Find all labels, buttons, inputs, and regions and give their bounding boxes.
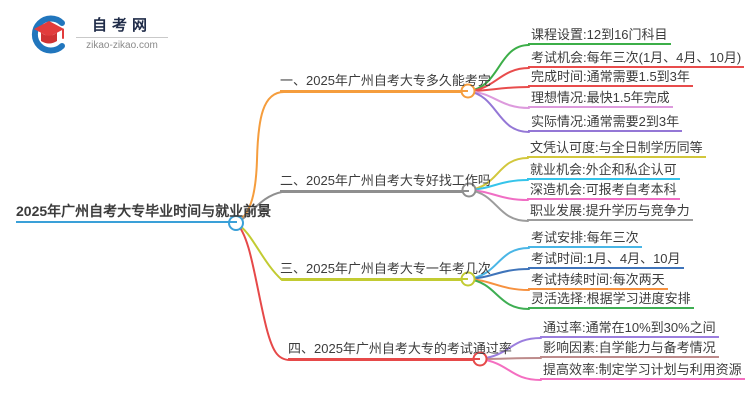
site-name: 自考网 — [91, 17, 152, 34]
branch-3-child-3-label: 考试持续时间:每次两天 — [528, 271, 668, 290]
branch-1-child-2-label: 考试机会:每年三次(1月、4月、10月) — [528, 49, 745, 68]
branch-4-child-2-label: 影响因素:自学能力与备考情况 — [540, 339, 719, 358]
branch-1-label: 一、2025年广州自考大专多久能考完 — [280, 71, 491, 92]
branch-1-child-5-connector — [467, 90, 530, 133]
root-topic-label: 2025年广州自考大专毕业时间与就业前景 — [16, 201, 271, 223]
branch-2-child-4-label: 职业发展:提升学历与竞争力 — [527, 202, 693, 221]
branch-1-child-1-label: 课程设置:12到16门科目 — [528, 26, 671, 45]
site-domain: zikao-zikao.com — [86, 40, 158, 51]
branch-2-child-3-label: 深造机会:可报考自考本科 — [527, 181, 680, 200]
branch-3-child-4-connector — [467, 278, 530, 310]
site-logo: 自考网 zikao-zikao.com — [28, 14, 168, 54]
branch-2-label: 二、2025年广州自考大专好找工作吗 — [280, 171, 491, 192]
root-node-circle — [228, 215, 244, 231]
logo-divider — [76, 37, 168, 38]
branch-2-child-2-label: 就业机会:外企和私企认可 — [527, 161, 680, 180]
branch-1-child-3-label: 完成时间:通常需要1.5到3年 — [528, 68, 693, 87]
branch-1-connector — [235, 91, 469, 224]
branch-1-child-1-connector — [467, 44, 530, 92]
branch-4-child-3-label: 提高效率:制定学习计划与利用资源 — [540, 361, 745, 380]
branch-3-child-4-label: 灵活选择:根据学习进度安排 — [528, 290, 694, 309]
branch-4-child-3-connector — [479, 358, 542, 381]
branch-2-child-1-label: 文凭认可度:与全日制学历同等 — [527, 139, 706, 158]
branch-4-label: 四、2025年广州自考大专的考试通过率 — [288, 339, 512, 360]
branch-2-child-4-connector — [468, 189, 529, 222]
branch-4-child-1-label: 通过率:通常在10%到30%之间 — [540, 319, 719, 338]
branch-1-child-5-label: 实际情况:通常需要2到3年 — [528, 113, 683, 132]
branch-3-label: 三、2025年广州自考大专一年考几次 — [280, 259, 491, 280]
branch-3-child-1-label: 考试安排:每年三次 — [528, 229, 642, 248]
branch-4-child-2-connector — [479, 357, 542, 360]
branch-3-child-2-label: 考试时间:1月、4月、10月 — [528, 250, 684, 269]
branch-4-child-1-connector — [479, 337, 542, 360]
branch-4-connector — [235, 222, 481, 361]
branch-1-child-4-label: 理想情况:最快1.5年完成 — [528, 89, 673, 108]
graduation-cap-logo-icon — [31, 15, 65, 54]
